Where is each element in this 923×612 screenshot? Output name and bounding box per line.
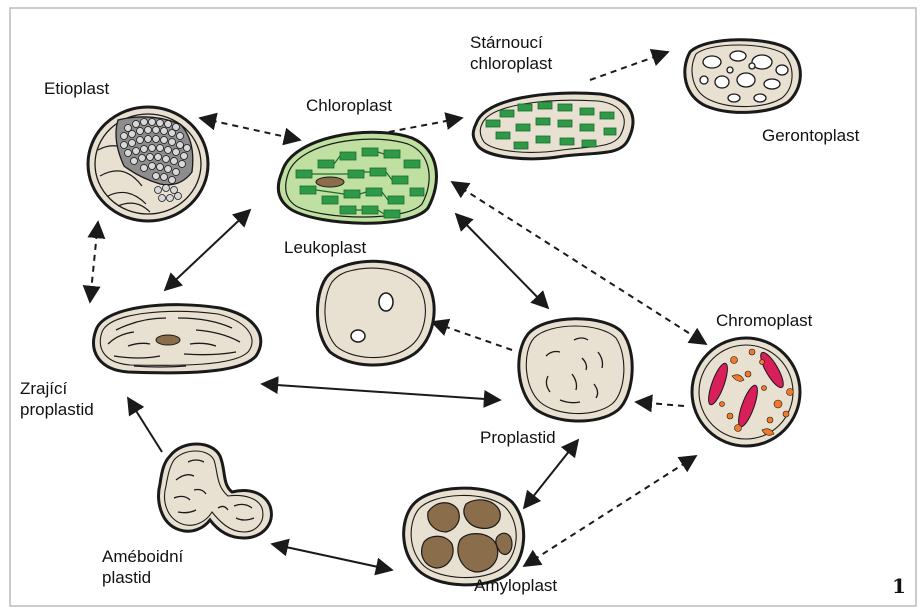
label-amyloplast: Amyloplast [474,575,557,596]
arrow-ameboidni-amyloplast [272,544,392,570]
label-zrajici-line2: proplastid [20,399,94,420]
arrow-proplastid-amyloplast [524,440,578,508]
proplastid-organelle [519,319,632,421]
label-starnouci-line1: Stárnoucí [470,32,543,53]
label-gerontoplast: Gerontoplast [762,125,859,146]
zrajici-proplastid-organelle [94,305,261,373]
arrow-chromoplast-amyloplast [524,456,696,566]
arrow-zrajici-proplastid [262,384,500,400]
chloroplast-organelle [278,132,436,223]
label-chromoplast: Chromoplast [716,310,812,331]
starnouci-chloroplast-organelle [473,93,633,159]
label-proplastid: Proplastid [480,427,556,448]
chromoplast-organelle [692,338,800,446]
arrow-chloroplast-proplastid [456,214,548,308]
label-etioplast: Etioplast [44,78,109,99]
arrow-etioplast-chloroplast [200,118,300,140]
label-ameboidni-line2: plastid [102,567,151,588]
amyloplast-organelle [404,488,524,585]
arrow-ameboidni-zrajici [128,398,162,452]
label-starnouci-line2: chloroplast [470,53,552,74]
label-chloroplast: Chloroplast [306,95,392,116]
ameboidni-plastid-organelle [159,444,272,538]
arrow-chloroplast-starnouci [378,118,462,134]
label-leukoplast: Leukoplast [284,237,366,258]
arrow-chromoplast-proplastid [636,402,684,406]
arrow-zrajici-chloroplast [165,210,250,290]
arrow-starnouci-gerontoplast [590,52,668,80]
arrow-proplastid-leukoplast [432,322,512,350]
arrow-etioplast-zrajici [90,222,98,302]
gerontoplast-organelle [685,40,801,113]
leukoplast-organelle [317,261,434,365]
label-zrajici-line1: Zrající [20,378,67,399]
figure-number: 1 [892,574,906,598]
label-ameboidni-line1: Améboidní [102,546,183,567]
etioplast-organelle [88,107,208,221]
